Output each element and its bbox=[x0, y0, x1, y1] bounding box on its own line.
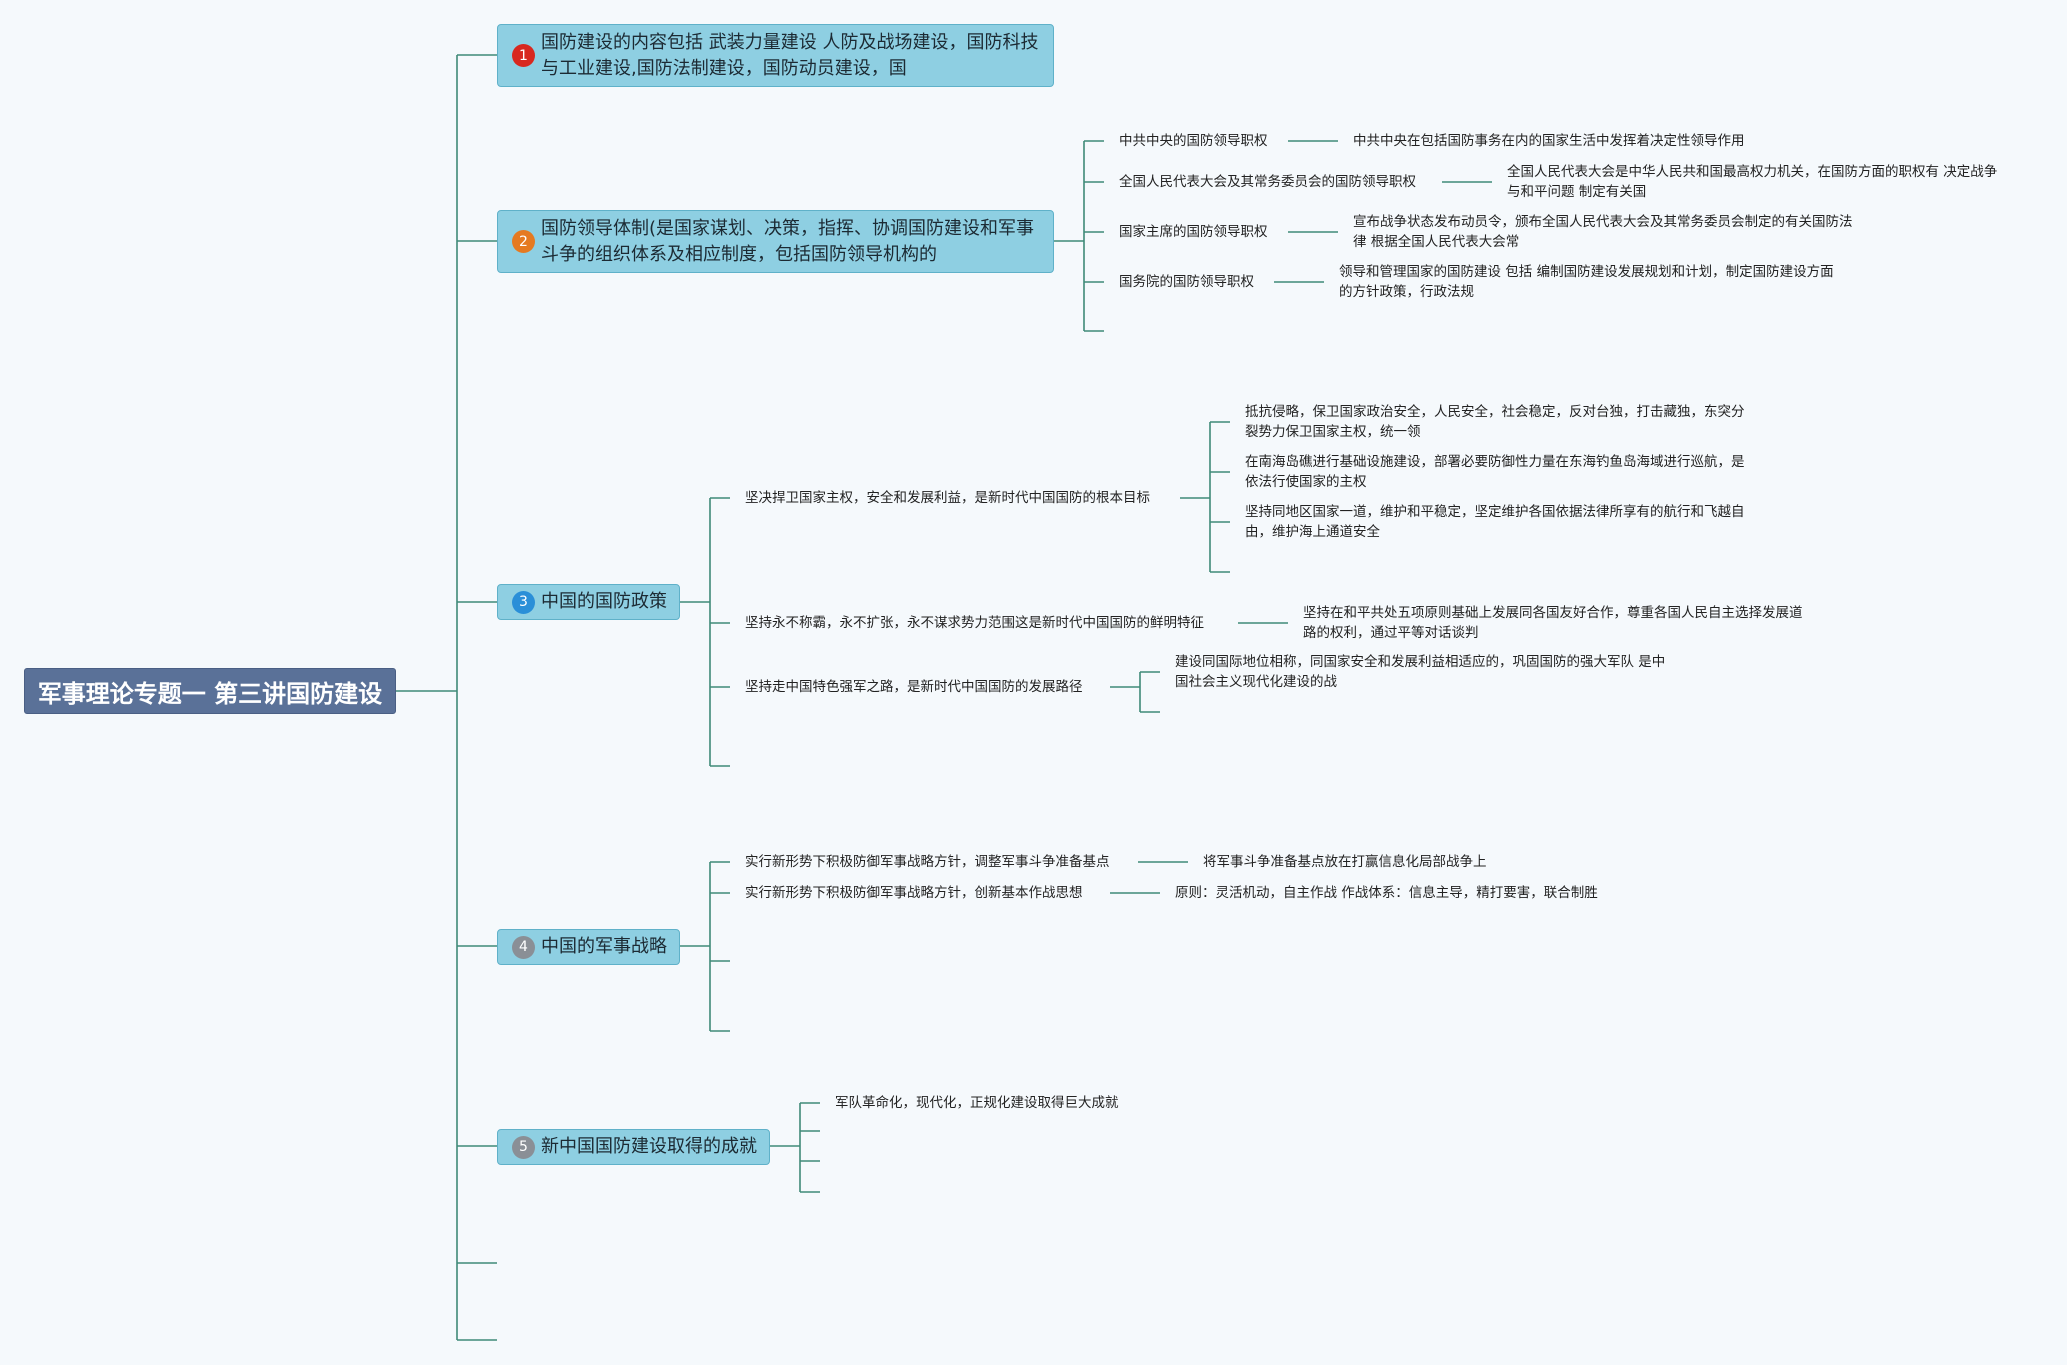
detail-3-2-1[interactable]: 坚持在和平共处五项原则基础上发展同各国友好合作，尊重各国人民自主选择发展道路的权… bbox=[1303, 605, 1803, 641]
number-badge-5: 5 bbox=[512, 1135, 535, 1159]
number-badge-1: 1 bbox=[512, 44, 535, 67]
detail-4-1[interactable]: 将军事斗争准备基点放在打赢信息化局部战争上 bbox=[1203, 854, 1487, 870]
root-topic[interactable]: 军事理论专题一 第三讲国防建设 bbox=[24, 668, 396, 714]
detail-3-1-2[interactable]: 在南海岛礁进行基础设施建设，部署必要防御性力量在东海钓鱼岛海域进行巡航，是依法行… bbox=[1245, 454, 1745, 490]
detail-3-3-1[interactable]: 建设同国际地位相称，同国家安全和发展利益相适应的，巩固国防的强大军队 是中国社会… bbox=[1175, 654, 1666, 690]
number-badge-2: 2 bbox=[512, 230, 535, 253]
main-topic-4-text: 中国的军事战略 bbox=[541, 936, 667, 957]
detail-2-2[interactable]: 全国人民代表大会是中华人民共和国最高权力机关，在国防方面的职权有 决定战争与和平… bbox=[1507, 164, 1998, 200]
main-topic-5-text: 新中国国防建设取得的成就 bbox=[541, 1136, 757, 1157]
detail-4-2[interactable]: 原则：灵活机动，自主作战 作战体系：信息主导，精打要害，联合制胜 bbox=[1175, 885, 1598, 901]
main-topic-3[interactable]: 3 中国的国防政策 bbox=[497, 584, 680, 620]
detail-2-4[interactable]: 领导和管理国家的国防建设 包括 编制国防建设发展规划和计划，制定国防建设方面的方… bbox=[1339, 264, 1834, 300]
main-topic-4[interactable]: 4 中国的军事战略 bbox=[497, 929, 680, 965]
main-topic-3-text: 中国的国防政策 bbox=[541, 591, 667, 612]
subtopic-2-4[interactable]: 国务院的国防领导职权 bbox=[1119, 274, 1254, 290]
subtopic-2-1[interactable]: 中共中央的国防领导职权 bbox=[1119, 133, 1268, 149]
detail-2-1[interactable]: 中共中央在包括国防事务在内的国家生活中发挥着决定性领导作用 bbox=[1353, 133, 1745, 149]
detail-2-3[interactable]: 宣布战争状态发布动员令，颁布全国人民代表大会及其常务委员会制定的有关国防法律 根… bbox=[1353, 214, 1853, 250]
main-topic-2[interactable]: 2 国防领导体制(是国家谋划、决策，指挥、协调国防建设和军事斗争的组织体系及相应… bbox=[497, 210, 1054, 273]
subtopic-2-2[interactable]: 全国人民代表大会及其常务委员会的国防领导职权 bbox=[1119, 174, 1416, 190]
subtopic-4-2[interactable]: 实行新形势下积极防御军事战略方针，创新基本作战思想 bbox=[745, 885, 1083, 901]
number-badge-4: 4 bbox=[512, 935, 535, 959]
main-topic-1[interactable]: 1 国防建设的内容包括 武装力量建设 人防及战场建设，国防科技与工业建设,国防法… bbox=[497, 24, 1054, 87]
main-topic-1-text: 国防建设的内容包括 武装力量建设 人防及战场建设，国防科技与工业建设,国防法制建… bbox=[541, 31, 1039, 79]
detail-3-1-1[interactable]: 抵抗侵略，保卫国家政治安全，人民安全，社会稳定，反对台独，打击藏独，东突分裂势力… bbox=[1245, 404, 1745, 440]
detail-3-1-3[interactable]: 坚持同地区国家一道，维护和平稳定，坚定维护各国依据法律所享有的航行和飞越自由，维… bbox=[1245, 504, 1745, 540]
subtopic-3-2[interactable]: 坚持永不称霸，永不扩张，永不谋求势力范围这是新时代中国国防的鲜明特征 bbox=[745, 615, 1204, 631]
subtopic-3-3[interactable]: 坚持走中国特色强军之路，是新时代中国国防的发展路径 bbox=[745, 679, 1083, 695]
main-topic-5[interactable]: 5 新中国国防建设取得的成就 bbox=[497, 1129, 770, 1165]
number-badge-3: 3 bbox=[512, 590, 535, 614]
subtopic-3-1[interactable]: 坚决捍卫国家主权，安全和发展利益，是新时代中国国防的根本目标 bbox=[745, 490, 1150, 506]
subtopic-4-1[interactable]: 实行新形势下积极防御军事战略方针，调整军事斗争准备基点 bbox=[745, 854, 1110, 870]
main-topic-2-text: 国防领导体制(是国家谋划、决策，指挥、协调国防建设和军事斗争的组织体系及相应制度… bbox=[541, 217, 1035, 265]
subtopic-5-1[interactable]: 军队革命化，现代化，正规化建设取得巨大成就 bbox=[835, 1095, 1119, 1111]
subtopic-2-3[interactable]: 国家主席的国防领导职权 bbox=[1119, 224, 1268, 240]
